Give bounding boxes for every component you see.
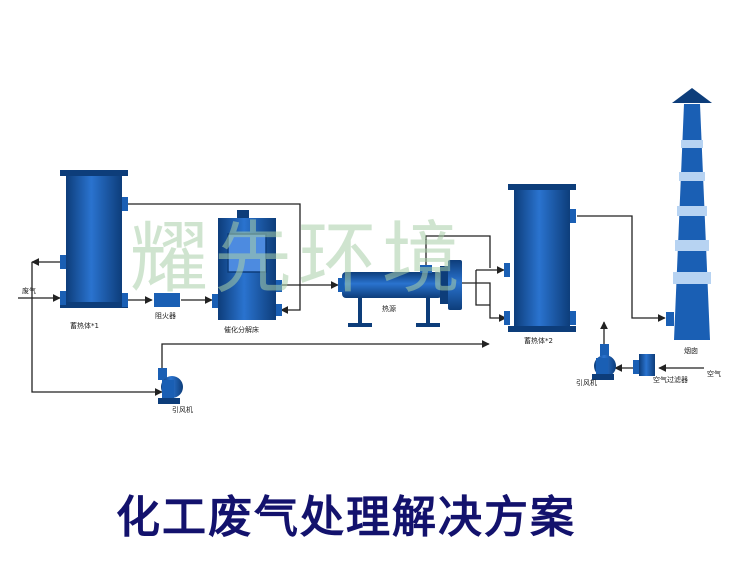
hx-to-regen2-line (462, 282, 507, 322)
catalytic-bed (212, 210, 282, 320)
fan-return-line (161, 340, 490, 370)
loop-line (475, 270, 490, 306)
label-flame-arrester: 阻火器 (155, 311, 176, 320)
watermark: 耀先环境 (130, 214, 466, 304)
label-regen1: 蓄热体*1 (70, 321, 99, 330)
fan-left (158, 368, 183, 404)
page-title: 化工废气处理解决方案 (116, 492, 576, 543)
label-chimney: 烟囱 (684, 346, 698, 355)
flow-lines (18, 203, 704, 396)
label-catalytic-bed: 催化分解床 (224, 325, 259, 334)
heat-exchanger (338, 260, 462, 327)
label-fan-left: 引风机 (172, 405, 193, 414)
label-regen2: 蓄热体*2 (524, 336, 553, 345)
label-air-filter: 空气过滤器 (653, 375, 688, 384)
regen2-to-chimney-line (577, 215, 666, 322)
label-air: 空气 (707, 369, 721, 378)
hx-top-line (425, 235, 491, 268)
chimney (666, 88, 712, 340)
label-heat-exchanger: 热源 (382, 304, 396, 313)
regen1-top-line (128, 203, 301, 314)
flame-arrester (154, 293, 180, 307)
regenerator-1 (60, 170, 128, 308)
bypass-to-fan-line (31, 262, 163, 396)
label-waste-gas: 废气 (22, 286, 36, 295)
regenerator-2 (504, 184, 576, 332)
label-fan-right: 引风机 (576, 378, 597, 387)
fan-right (592, 344, 616, 380)
air-filter (633, 354, 655, 376)
